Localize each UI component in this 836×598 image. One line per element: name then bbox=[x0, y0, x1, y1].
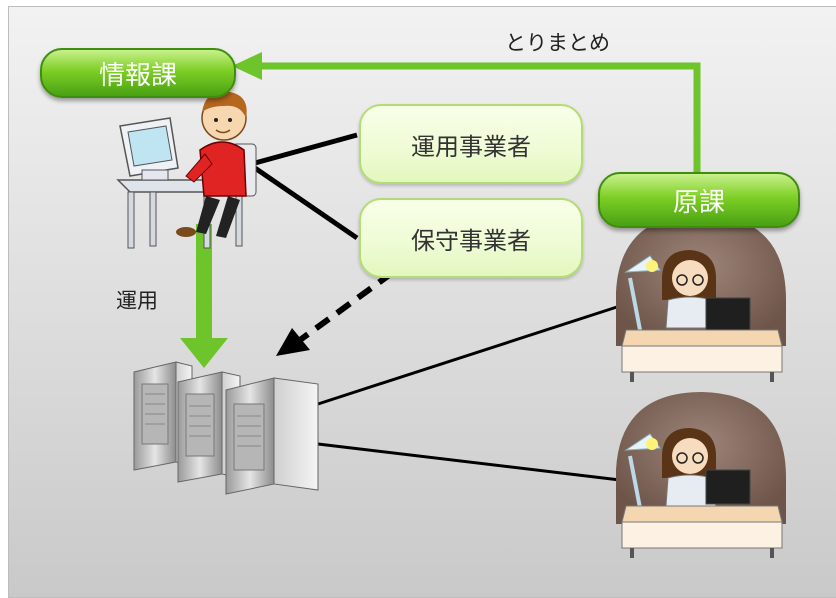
line-operator-to-maintenance-vendor bbox=[253, 165, 359, 241]
aggregation-arrow bbox=[232, 52, 701, 172]
node-info-section: 情報課 bbox=[40, 48, 236, 98]
aggregation-label: とりまとめ bbox=[505, 31, 610, 55]
node-info-section-label: 情報課 bbox=[98, 60, 177, 91]
line-server-to-worker-top bbox=[317, 304, 621, 406]
line-server-to-worker-bottom bbox=[317, 442, 621, 482]
connector-lines bbox=[253, 132, 621, 482]
office-worker-icon bbox=[616, 392, 786, 558]
server-rack-icon bbox=[133, 361, 319, 495]
node-operation-vendor: 運用事業者 bbox=[359, 104, 583, 184]
operation-label: 運用 bbox=[116, 289, 158, 313]
node-maintenance-vendor: 保守事業者 bbox=[359, 198, 583, 278]
maintenance-dashed-arrow bbox=[276, 270, 394, 356]
operator-at-computer-icon bbox=[116, 91, 257, 249]
node-operation-vendor-label: 運用事業者 bbox=[411, 132, 531, 161]
node-original-section-label: 原課 bbox=[672, 187, 725, 218]
node-maintenance-vendor-label: 保守事業者 bbox=[411, 226, 531, 255]
operation-arrow bbox=[180, 224, 228, 368]
line-operator-to-operation-vendor bbox=[254, 132, 358, 166]
node-original-section: 原課 bbox=[598, 172, 800, 228]
office-worker-icon bbox=[616, 214, 786, 382]
